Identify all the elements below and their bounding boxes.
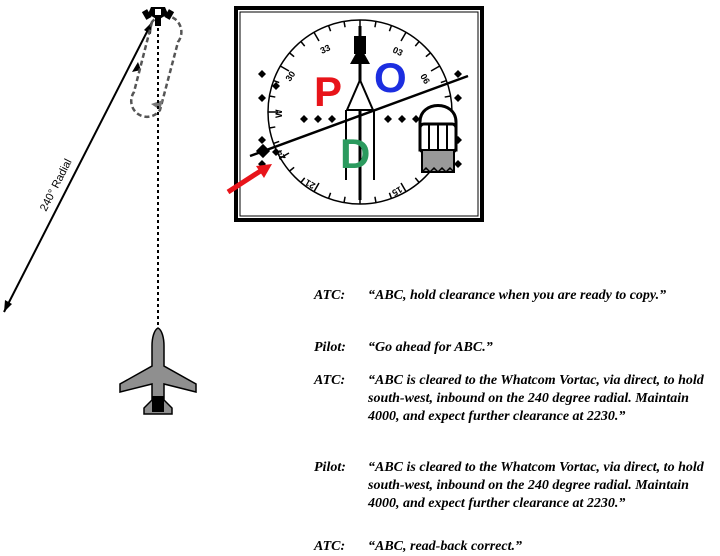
dial-number: 03 bbox=[391, 45, 404, 58]
airplane-icon bbox=[119, 327, 197, 415]
deviation-dot bbox=[300, 115, 308, 123]
compass-tick bbox=[414, 177, 420, 183]
compass-tick bbox=[343, 196, 346, 203]
dialogue-text: “ABC, read-back correct.” bbox=[368, 539, 522, 554]
compass-tick bbox=[273, 140, 280, 145]
compass-tick bbox=[313, 182, 320, 193]
dialogue-text: “ABC is cleared to the Whatcom Vortac, v… bbox=[368, 373, 704, 424]
compass-tick bbox=[289, 166, 295, 172]
compass-tick bbox=[273, 79, 280, 84]
region-letter-d: D bbox=[340, 130, 370, 177]
compass-tick bbox=[327, 25, 332, 32]
compass-tick bbox=[440, 79, 447, 84]
compass-tick bbox=[343, 21, 346, 28]
dial-number: W bbox=[274, 109, 284, 118]
deviation-dot bbox=[258, 94, 266, 102]
dialogue-speaker: ATC: bbox=[314, 288, 346, 303]
dialogue-speaker: ATC: bbox=[314, 373, 346, 388]
compass-tick bbox=[374, 21, 377, 28]
region-letter-p: P bbox=[314, 68, 342, 115]
deviation-dot bbox=[454, 160, 462, 168]
deviation-dot bbox=[384, 115, 392, 123]
radial-240-line bbox=[3, 21, 153, 313]
compass-tick bbox=[269, 126, 276, 129]
dialogue-speaker: ATC: bbox=[314, 539, 346, 554]
deviation-dot bbox=[314, 115, 322, 123]
compass-tick bbox=[279, 65, 290, 72]
heading-line bbox=[249, 74, 469, 158]
compass-tick bbox=[444, 95, 451, 98]
dialogue-text: “ABC is cleared to the Whatcom Vortac, v… bbox=[368, 460, 704, 511]
compass-tick bbox=[327, 192, 332, 199]
deviation-dot bbox=[258, 136, 266, 144]
dialogue-speaker: Pilot: bbox=[314, 340, 346, 355]
dialogue-speaker: Pilot: bbox=[314, 460, 346, 475]
compass-tick bbox=[400, 182, 407, 193]
red-pointer-arrow bbox=[226, 164, 272, 195]
rmi-instrument: 33 03 30 06 W 24 21 15 P O D bbox=[226, 6, 484, 222]
compass-tick bbox=[388, 25, 393, 32]
dial-number: 33 bbox=[319, 43, 332, 56]
compass-tick bbox=[374, 196, 377, 203]
compass-tick bbox=[300, 41, 306, 47]
compass-tick bbox=[400, 31, 407, 42]
compass-tick bbox=[313, 31, 320, 42]
deviation-dot bbox=[272, 148, 280, 156]
deviation-dot bbox=[398, 115, 406, 123]
dialogue-text: “ABC, hold clearance when you are ready … bbox=[368, 288, 667, 303]
deviation-dot bbox=[454, 70, 462, 78]
deviation-dots bbox=[258, 70, 462, 168]
deviation-dot bbox=[328, 115, 336, 123]
dial-number: 15 bbox=[390, 184, 404, 198]
compass-tick bbox=[425, 52, 431, 58]
compass-tick bbox=[279, 152, 290, 159]
dial-number: 06 bbox=[418, 72, 432, 86]
compass-tick bbox=[300, 177, 306, 183]
dial-number: 30 bbox=[283, 69, 297, 83]
compass-tick bbox=[414, 41, 420, 47]
dialogue-text: “Go ahead for ABC.” bbox=[368, 340, 493, 355]
compass-tick bbox=[289, 52, 295, 58]
dial-number: 21 bbox=[303, 177, 317, 191]
region-letter-o: O bbox=[374, 54, 407, 101]
compass-tick bbox=[388, 192, 393, 199]
deviation-dot bbox=[258, 70, 266, 78]
deviation-dot bbox=[272, 82, 280, 90]
vortac-icon bbox=[141, 7, 175, 26]
deviation-dot bbox=[412, 115, 420, 123]
hand-icon bbox=[418, 104, 458, 174]
compass-tick bbox=[430, 65, 441, 72]
compass-tick bbox=[269, 95, 276, 98]
deviation-dot bbox=[454, 94, 462, 102]
